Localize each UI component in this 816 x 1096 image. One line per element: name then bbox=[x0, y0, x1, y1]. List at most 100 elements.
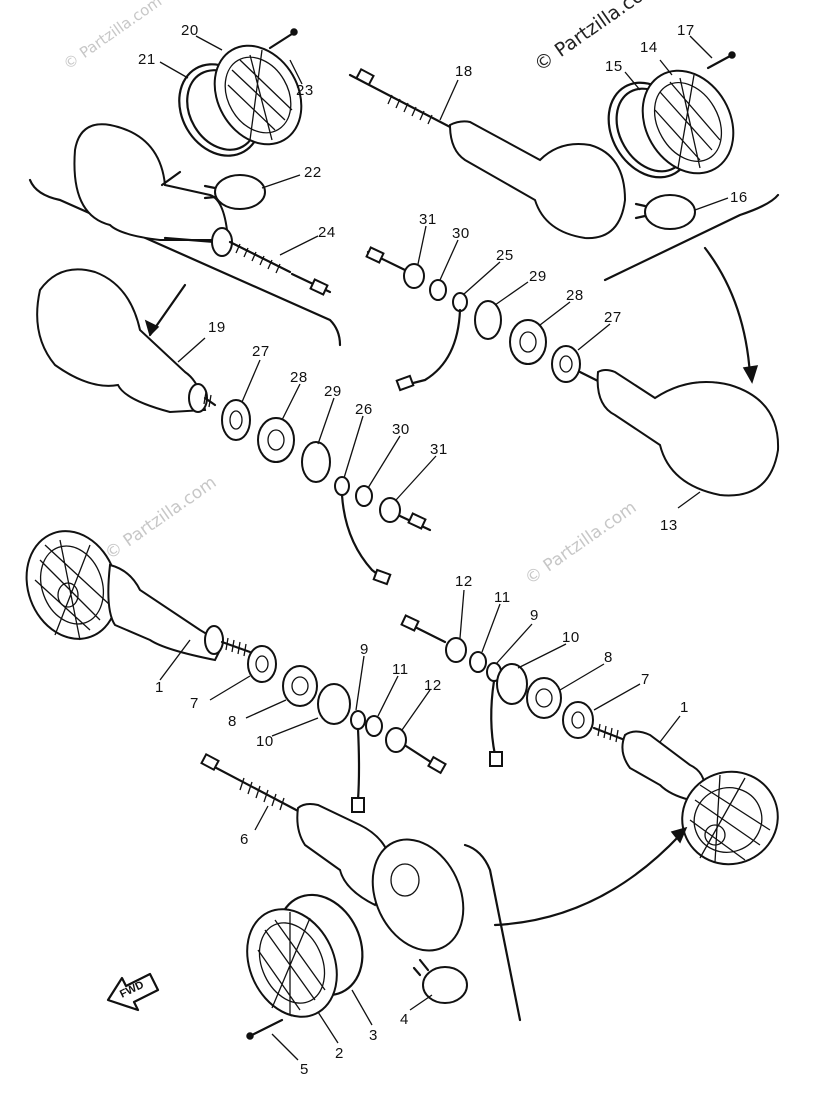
leader-14 bbox=[659, 59, 673, 76]
lens-2-inner bbox=[258, 922, 326, 1004]
nut-7-right-hole bbox=[571, 711, 585, 729]
washer-30-left bbox=[355, 485, 373, 507]
callout-31-left: 31 bbox=[430, 441, 448, 458]
arrow-bottom-head bbox=[670, 826, 688, 844]
connector-31-left bbox=[407, 512, 427, 530]
nut-31-left bbox=[379, 497, 401, 523]
leader-3 bbox=[351, 989, 373, 1026]
lens-1-left-pattern bbox=[34, 539, 111, 641]
leader-25 bbox=[463, 261, 501, 295]
callout-28-left: 28 bbox=[290, 369, 308, 386]
housing-1-left bbox=[107, 563, 222, 662]
bulb-4 bbox=[422, 966, 468, 1004]
connector-9-left bbox=[351, 797, 365, 813]
connector-6 bbox=[200, 752, 220, 772]
leader-8-right bbox=[559, 663, 605, 691]
connector-25 bbox=[395, 374, 415, 392]
damper-8-right bbox=[526, 677, 562, 719]
housing-stem bbox=[160, 170, 217, 244]
terminal-26 bbox=[334, 476, 350, 496]
leader-17 bbox=[689, 35, 713, 59]
nut-12-right bbox=[445, 637, 467, 663]
callout-19: 19 bbox=[208, 319, 226, 336]
leader-29-right bbox=[494, 281, 529, 306]
leader-27-right bbox=[577, 323, 611, 351]
callout-30-right: 30 bbox=[452, 225, 470, 242]
watermark-text: © Partzilla.com bbox=[101, 472, 220, 564]
lens-20-pattern bbox=[227, 49, 293, 141]
leader-23 bbox=[289, 59, 303, 85]
screw-17-head bbox=[728, 51, 736, 59]
callout-3: 3 bbox=[369, 1027, 378, 1044]
nut-31-right bbox=[403, 263, 425, 289]
lens-1-right-inner bbox=[693, 787, 763, 853]
screw-17 bbox=[706, 53, 734, 70]
wire-9-left bbox=[356, 727, 361, 802]
callout-17: 17 bbox=[677, 22, 695, 39]
connector-12-left bbox=[427, 755, 447, 775]
lens-14-inner bbox=[653, 82, 723, 162]
callout-27-left: 27 bbox=[252, 343, 270, 360]
callout-22: 22 bbox=[304, 164, 322, 181]
lens-14-pattern bbox=[654, 74, 721, 169]
bulb-22-base bbox=[203, 184, 217, 200]
leader-6 bbox=[254, 805, 269, 831]
connector-12-right bbox=[400, 614, 420, 632]
screw-5 bbox=[248, 1018, 284, 1038]
lens-1-right-center bbox=[704, 824, 726, 846]
housing-18 bbox=[448, 120, 627, 240]
nut-7-right bbox=[562, 701, 594, 739]
housing-13 bbox=[596, 369, 780, 497]
left-flasher-assembly bbox=[25, 530, 447, 813]
wire-9-right bbox=[490, 679, 497, 757]
bolt-24 bbox=[228, 240, 292, 274]
callout-18: 18 bbox=[455, 63, 473, 80]
callout-13: 13 bbox=[660, 517, 678, 534]
leader-12-right bbox=[459, 589, 465, 639]
leader-15 bbox=[624, 71, 641, 91]
damper-28-right-hole bbox=[519, 331, 537, 353]
stud-1-left-thread bbox=[225, 637, 247, 657]
panel-outline-bottom bbox=[463, 843, 522, 1022]
bolt-6 bbox=[203, 760, 302, 814]
leader-20 bbox=[195, 35, 223, 51]
housing-1-left-end bbox=[204, 625, 224, 655]
nut-12-left bbox=[385, 727, 407, 753]
rear-left-turn-signal-assembly bbox=[28, 28, 342, 347]
connector-24 bbox=[309, 278, 329, 296]
bolt-6-thread bbox=[239, 777, 285, 811]
housing-6-socket bbox=[390, 863, 420, 897]
callout-26: 26 bbox=[355, 401, 373, 418]
callout-1-left: 1 bbox=[155, 679, 164, 696]
nut-27-left bbox=[221, 399, 251, 441]
screw-23-head bbox=[290, 28, 298, 36]
screw-23 bbox=[268, 30, 297, 50]
leader-26 bbox=[343, 415, 364, 479]
terminal-25 bbox=[452, 292, 468, 312]
leader-31-right bbox=[417, 225, 427, 265]
panel-outline bbox=[28, 178, 342, 347]
lens-1-left-inner bbox=[40, 545, 104, 625]
plate-10-right bbox=[496, 663, 528, 705]
connector-31-right bbox=[365, 246, 385, 264]
leader-29-left bbox=[317, 397, 335, 445]
plate-29-right bbox=[474, 300, 502, 340]
leader-24 bbox=[279, 235, 319, 256]
connector-26 bbox=[372, 568, 392, 586]
wire-26 bbox=[340, 493, 387, 582]
right-flasher-assembly bbox=[400, 614, 779, 866]
bulb-22 bbox=[214, 174, 266, 210]
leader-1-left bbox=[159, 639, 191, 681]
leader-11-right bbox=[481, 603, 501, 653]
bottom-flasher-assembly: FWD bbox=[106, 752, 688, 1040]
leader-1-right bbox=[659, 715, 681, 743]
leader-28-right bbox=[539, 301, 571, 326]
screw-5-head bbox=[246, 1032, 254, 1040]
plate-10-left bbox=[317, 683, 351, 725]
stud-1-right-thread bbox=[597, 723, 619, 743]
callout-29-right: 29 bbox=[529, 268, 547, 285]
callout-labels: 20 21 23 22 24 18 14 15 17 16 31 30 25 2… bbox=[138, 22, 747, 1078]
fwd-arrow-icon: FWD bbox=[106, 972, 160, 1012]
damper-8-right-hole bbox=[535, 688, 553, 708]
